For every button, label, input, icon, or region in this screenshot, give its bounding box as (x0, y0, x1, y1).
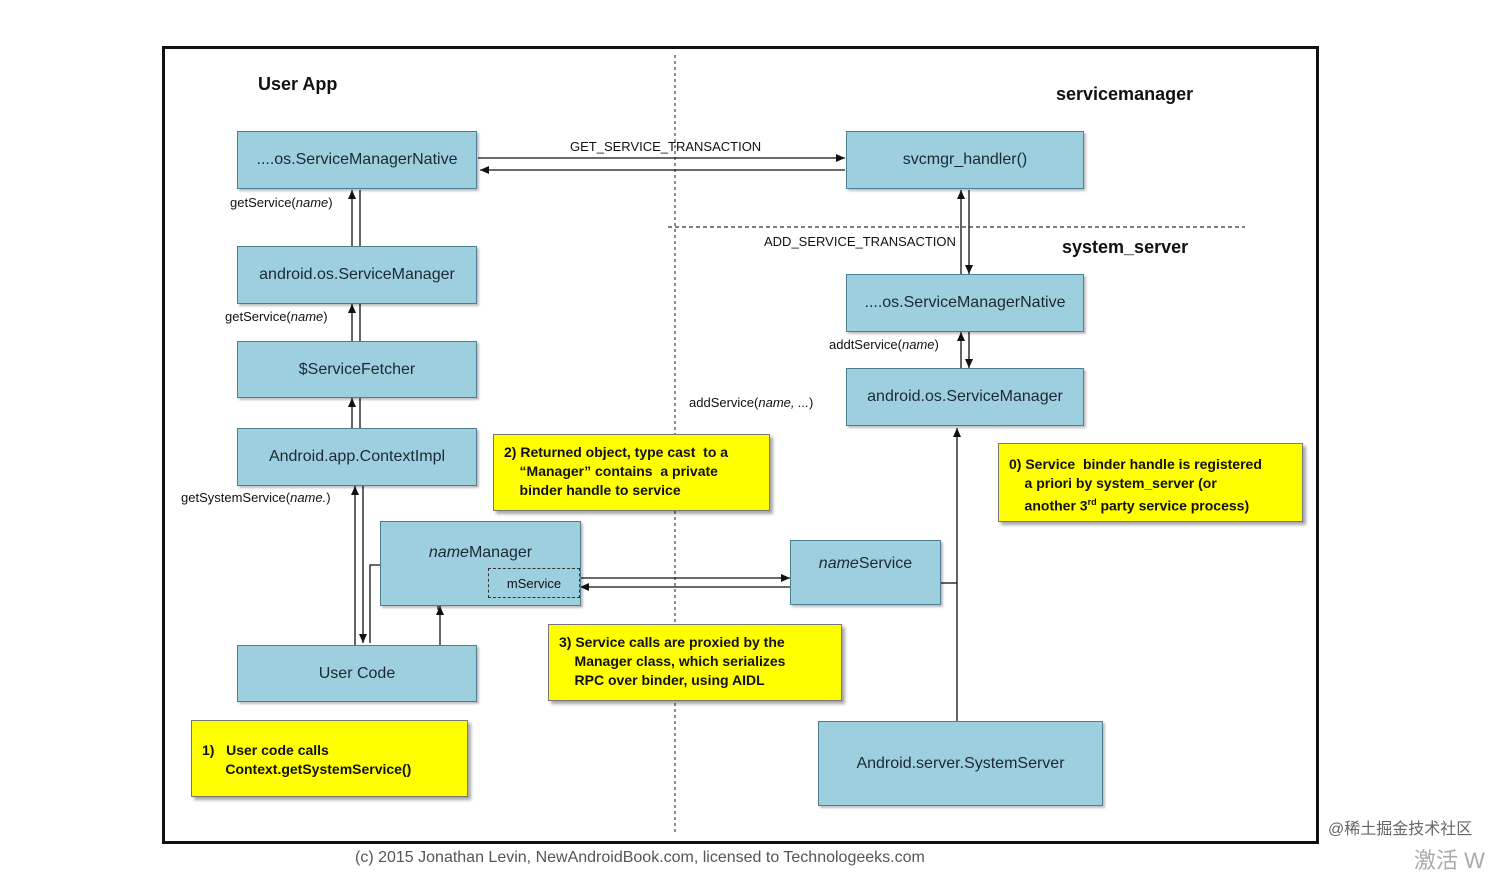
activation-corner-text: 激活 W (1414, 848, 1485, 873)
servicemanager-label: servicemanager (1056, 84, 1194, 104)
line-manager-to-usercode (369, 564, 380, 643)
method-arg: name (295, 195, 329, 210)
method-arg: name (901, 337, 935, 352)
method-close: ) (326, 490, 331, 505)
box-label: svcmgr_handler() (902, 151, 1028, 168)
note-2-returned-object: 2) Returned object, type cast to a “Mana… (493, 434, 770, 511)
box-label: User Code (318, 664, 396, 682)
box-label: nameService (819, 555, 912, 573)
app-service-manager-native-box: ....os.ServiceManagerNative (237, 131, 477, 189)
manager-name-italic: name (428, 544, 469, 561)
user-app-label: User App (258, 74, 338, 94)
box-label: Android.app.ContextImpl (268, 448, 446, 465)
method-arg: name. (290, 490, 327, 505)
method-close: ) (328, 195, 333, 210)
box-label: ....os.ServiceManagerNative (864, 294, 1066, 311)
get-service-transaction-label: GET_SERVICE_TRANSACTION (570, 139, 762, 154)
service-name-italic: name (818, 555, 859, 572)
get-system-service-label: getSystemService(name.) (181, 490, 331, 505)
box-label: android.os.ServiceManager (259, 266, 455, 283)
service-fetcher-box: $ServiceFetcher (237, 341, 477, 398)
add-service-label: addService(name, ...) (689, 395, 813, 410)
method-close: ) (934, 337, 939, 352)
addt-service-label: addtService(name) (829, 337, 939, 352)
note-1-user-code: 1) User code calls Context.getSystemServ… (191, 720, 468, 797)
app-service-manager-box: android.os.ServiceManager (237, 246, 477, 304)
box-label: $ServiceFetcher (298, 360, 416, 378)
method-close: ) (808, 395, 814, 410)
note-0-superscript: rd (1087, 497, 1097, 507)
method-close: ) (323, 309, 328, 324)
method-arg: name, ... (758, 395, 809, 410)
note-3-service-calls: 3) Service calls are proxied by the Mana… (548, 624, 842, 701)
method-name: getService( (230, 195, 296, 210)
service-name-rest: Service (858, 555, 913, 572)
note-0-service-registration: 0) Service binder handle is registered a… (998, 443, 1303, 522)
method-name: getSystemService( (181, 490, 291, 505)
system-server-label: system_server (1062, 237, 1189, 257)
name-service-box: nameService (790, 540, 941, 605)
method-name: addtService( (829, 337, 902, 352)
get-service-label-2: getService(name) (225, 309, 328, 324)
manager-name-rest: Manager (468, 544, 533, 561)
site-watermark: @稀土掘金技术社区 (1328, 821, 1473, 838)
method-arg: name (290, 309, 324, 324)
box-label: nameManager (429, 544, 532, 562)
user-code-box: User Code (237, 645, 477, 702)
context-impl-box: Android.app.ContextImpl (237, 428, 477, 486)
ss-service-manager-box: android.os.ServiceManager (846, 368, 1084, 426)
copyright-footer: (c) 2015 Jonathan Levin, NewAndroidBook.… (355, 849, 925, 866)
note-0-text-end: party service process) (1096, 497, 1250, 514)
mservice-field: mService (488, 568, 580, 598)
name-manager-box: nameManager (380, 521, 581, 606)
note-0-text: 0) Service binder handle is registered a… (1009, 456, 1262, 514)
get-service-label-1: getService(name) (230, 195, 333, 210)
method-name: addService( (689, 395, 759, 410)
system-server-box: Android.server.SystemServer (818, 721, 1103, 806)
add-service-transaction-label: ADD_SERVICE_TRANSACTION (764, 234, 956, 249)
method-name: getService( (225, 309, 291, 324)
svcmgr-handler-box: svcmgr_handler() (846, 131, 1084, 189)
box-label: Android.server.SystemServer (856, 754, 1065, 772)
ss-service-manager-native-box: ....os.ServiceManagerNative (846, 274, 1084, 332)
box-label: android.os.ServiceManager (867, 388, 1063, 405)
box-label: ....os.ServiceManagerNative (256, 151, 458, 168)
